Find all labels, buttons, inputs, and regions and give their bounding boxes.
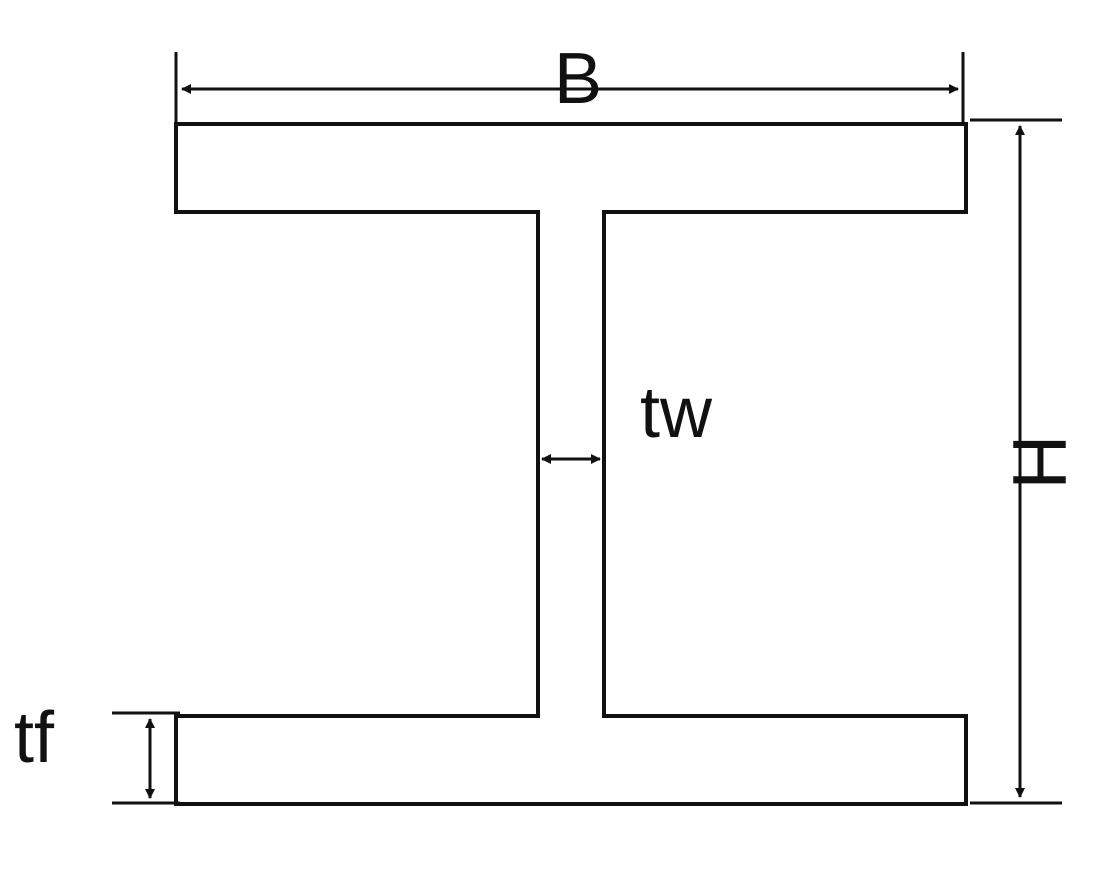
i-beam-outline xyxy=(174,122,968,806)
tw-label: tw xyxy=(640,373,713,453)
b-label: B xyxy=(554,39,602,119)
h-label: H xyxy=(996,435,1081,490)
tf-label: tf xyxy=(14,698,55,778)
